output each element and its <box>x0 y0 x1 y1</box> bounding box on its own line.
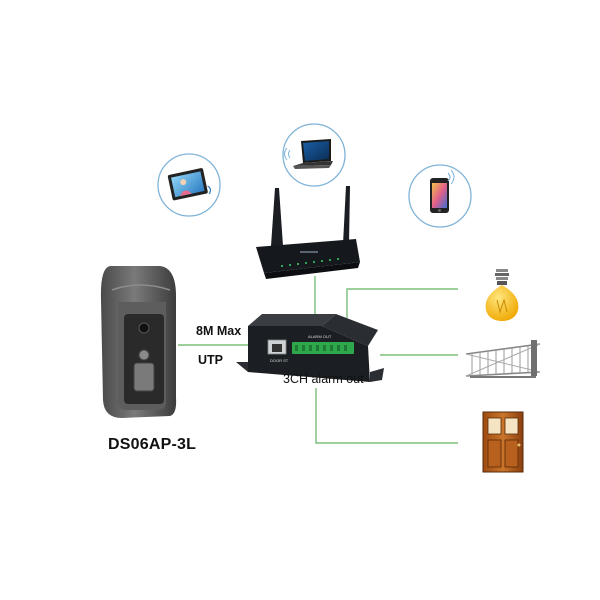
wire-controller-door <box>316 388 458 443</box>
distance-label: 8M Max <box>196 324 241 338</box>
controller-panel-label: ALARM OUT <box>308 334 332 339</box>
router-icon <box>256 186 360 279</box>
sliding-gate-icon <box>466 340 540 378</box>
light-bulb-icon <box>486 269 519 321</box>
wire-controller-light <box>347 289 458 318</box>
client-smartphone <box>409 165 471 227</box>
doorphone-icon <box>101 266 176 418</box>
controller-panel-label: DOOR ST <box>270 358 289 363</box>
door-icon <box>483 412 523 472</box>
cable-type-label: UTP <box>198 353 223 367</box>
doorphone-model-label: DS06AP-3L <box>108 436 196 454</box>
client-tablet <box>158 154 220 216</box>
alarm-outputs-label: 3CH alarm out <box>283 372 364 386</box>
client-laptop <box>283 124 345 186</box>
